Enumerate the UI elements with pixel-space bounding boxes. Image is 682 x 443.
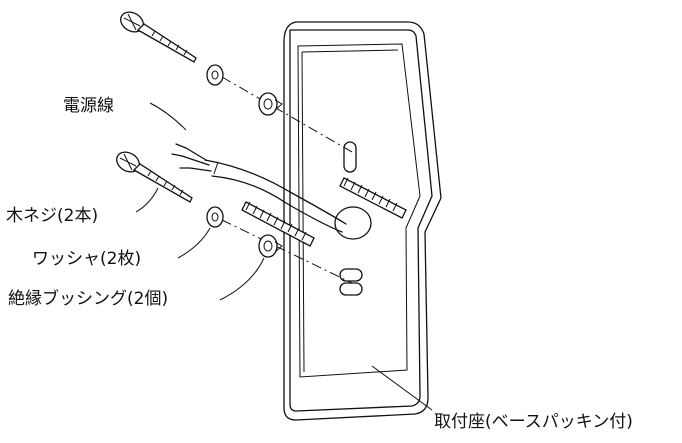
label-washer: ワッシャ(2枚) — [32, 249, 141, 269]
label-mounting-base: 取付座(ベースパッキン付) — [434, 412, 633, 432]
wood-screw-upper — [120, 11, 197, 63]
bushing-lower — [258, 234, 283, 258]
cord-hole — [334, 206, 372, 240]
bushing-upper — [258, 92, 283, 116]
upper-slot — [343, 141, 357, 173]
leader-lines — [135, 102, 433, 411]
lower-slot — [339, 268, 363, 296]
washer-upper — [206, 64, 224, 86]
label-power-cord: 電源線 — [63, 96, 114, 116]
label-insulating-bushing: 絶縁ブッシング(2個) — [8, 288, 168, 309]
washer-lower — [206, 206, 224, 228]
wood-screw-lower — [116, 151, 193, 203]
label-wood-screw: 木ネジ(2本) — [6, 206, 98, 226]
stud-upper — [339, 177, 407, 219]
power-cord — [171, 143, 347, 233]
stud-lower — [241, 201, 315, 247]
alignment-lines — [221, 76, 353, 284]
